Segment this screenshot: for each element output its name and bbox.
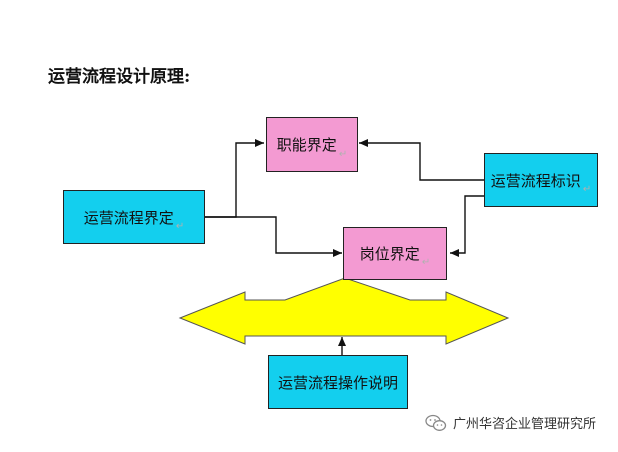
connector-identify-to-position: [450, 195, 484, 257]
node-position-label: 岗位界定: [359, 245, 420, 263]
return-mark-icon: ↵: [175, 221, 185, 232]
connector-definition-to-function: [205, 139, 264, 218]
node-identify: 运营流程标识↵: [484, 153, 598, 207]
node-function-label: 职能界定: [276, 136, 337, 154]
double-arrow-shape: [178, 277, 510, 345]
page-title: 运营流程设计原理:: [48, 67, 191, 87]
node-definition-label: 运营流程界定: [83, 208, 174, 227]
node-definition: 运营流程界定↵: [63, 190, 205, 244]
return-mark-icon: ↵: [421, 257, 431, 268]
node-function: 职能界定↵: [266, 117, 358, 172]
node-identify-label: 运营流程标识: [490, 171, 581, 190]
connector-identify-to-function: [359, 139, 484, 181]
wechat-icon: [425, 414, 447, 431]
node-operation: 运营流程操作说明: [268, 355, 408, 409]
watermark-text: 广州华咨企业管理研究所: [452, 417, 596, 432]
return-mark-icon: ↵: [582, 184, 592, 195]
node-position: 岗位界定↵: [343, 227, 447, 280]
watermark: 广州华咨企业管理研究所: [425, 413, 596, 432]
connector-definition-to-position: [205, 216, 342, 257]
return-mark-icon: ↵: [338, 149, 348, 160]
node-operation-label: 运营流程操作说明: [277, 373, 398, 392]
